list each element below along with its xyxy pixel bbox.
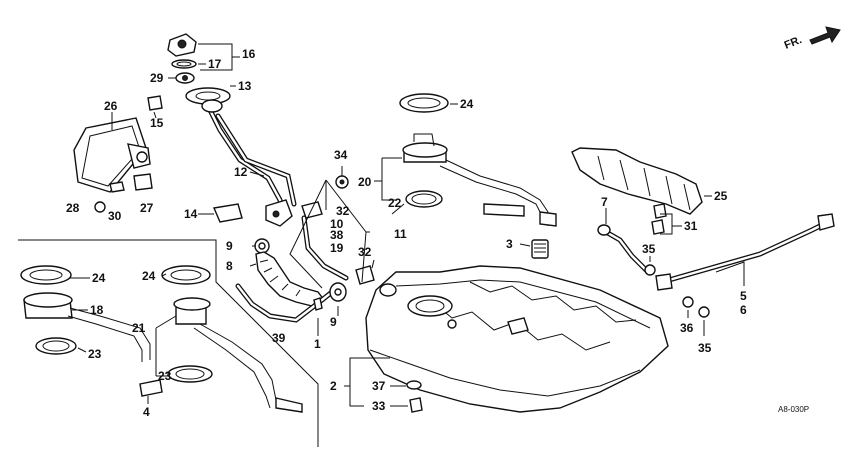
fuel-tank xyxy=(365,265,669,413)
nut-28 xyxy=(94,201,106,213)
clamp-32-top xyxy=(301,201,323,219)
filler-cap-assembly xyxy=(167,33,231,105)
heat-shield xyxy=(571,147,703,215)
front-direction-label: FR. xyxy=(783,34,804,52)
callout-33: 33 xyxy=(372,399,386,413)
callout-31: 31 xyxy=(684,219,698,233)
callout-22: 22 xyxy=(388,196,402,210)
hose-7-end xyxy=(597,224,611,236)
leader-lines xyxy=(70,43,745,407)
callout-2: 2 xyxy=(330,379,337,393)
breather-hoses xyxy=(235,175,375,323)
callout-5: 5 xyxy=(740,289,747,303)
callout-9-left: 9 xyxy=(226,239,233,253)
callout-10: 10 xyxy=(330,217,344,231)
callout-21: 21 xyxy=(132,321,146,335)
callout-3: 3 xyxy=(506,237,513,251)
fuel-filler-door xyxy=(73,95,163,213)
callout-23-mid: 23 xyxy=(158,369,172,383)
callout-24-top: 24 xyxy=(460,97,474,111)
callout-29: 29 xyxy=(150,71,164,85)
fuel-filter-3 xyxy=(531,239,549,259)
callout-9-right: 9 xyxy=(330,315,337,329)
callout-6: 6 xyxy=(740,303,747,317)
callout-32-right: 32 xyxy=(358,245,372,259)
callout-17: 17 xyxy=(208,57,222,71)
nut-35-upper xyxy=(644,264,656,276)
sub-assembly-frame xyxy=(18,239,319,447)
callout-16: 16 xyxy=(242,47,256,61)
callout-18: 18 xyxy=(90,303,104,317)
tank-strap xyxy=(597,203,835,318)
callout-1: 1 xyxy=(314,337,321,351)
callout-35-lower: 35 xyxy=(698,341,712,355)
filler-neck xyxy=(201,99,297,227)
callout-12: 12 xyxy=(234,165,248,179)
callout-28: 28 xyxy=(66,201,80,215)
callout-8: 8 xyxy=(226,259,233,273)
drain-bolt-33 xyxy=(409,397,423,413)
bracket-14 xyxy=(213,203,243,223)
callout-15: 15 xyxy=(150,116,164,130)
washer-37 xyxy=(406,380,422,390)
callout-24-mid: 24 xyxy=(142,269,156,283)
callout-19: 19 xyxy=(330,241,344,255)
clip-27 xyxy=(133,173,153,191)
callout-35-upper: 35 xyxy=(642,242,656,256)
filler-door-sticker xyxy=(147,95,163,111)
bolt-31 xyxy=(653,203,667,219)
callout-23-left: 23 xyxy=(88,347,102,361)
clip-4 xyxy=(139,379,163,397)
callout-34: 34 xyxy=(334,148,348,162)
callout-27: 27 xyxy=(140,201,154,215)
callout-30: 30 xyxy=(108,209,122,223)
fuel-gauge-unit xyxy=(399,93,557,227)
callout-26: 26 xyxy=(104,99,118,113)
callout-4: 4 xyxy=(143,405,150,419)
bolt-30 xyxy=(109,181,125,193)
sub-assembly-parts xyxy=(20,265,303,413)
callout-39: 39 xyxy=(272,331,286,345)
clamp-32-right xyxy=(355,265,375,285)
callout-numbers: 16 17 29 13 26 15 12 14 28 30 27 9 8 34 … xyxy=(66,47,809,419)
hose-8 xyxy=(255,251,326,307)
callout-25: 25 xyxy=(714,189,728,203)
nut-35-lower xyxy=(698,306,710,318)
callout-37: 37 xyxy=(372,379,386,393)
callout-7: 7 xyxy=(601,195,608,209)
clip-1 xyxy=(313,297,323,311)
callout-24-left: 24 xyxy=(92,271,106,285)
callout-36: 36 xyxy=(680,321,694,335)
front-direction-indicator: FR. xyxy=(783,26,841,52)
callout-14: 14 xyxy=(184,207,198,221)
figure-code: A8-030P xyxy=(778,405,809,414)
washer-36 xyxy=(682,296,694,308)
callout-11: 11 xyxy=(394,227,407,241)
callout-32-top: 32 xyxy=(336,204,350,218)
callout-38: 38 xyxy=(330,228,344,242)
callout-20: 20 xyxy=(358,175,372,189)
front-arrow-icon xyxy=(809,26,841,45)
callout-13: 13 xyxy=(238,79,252,93)
